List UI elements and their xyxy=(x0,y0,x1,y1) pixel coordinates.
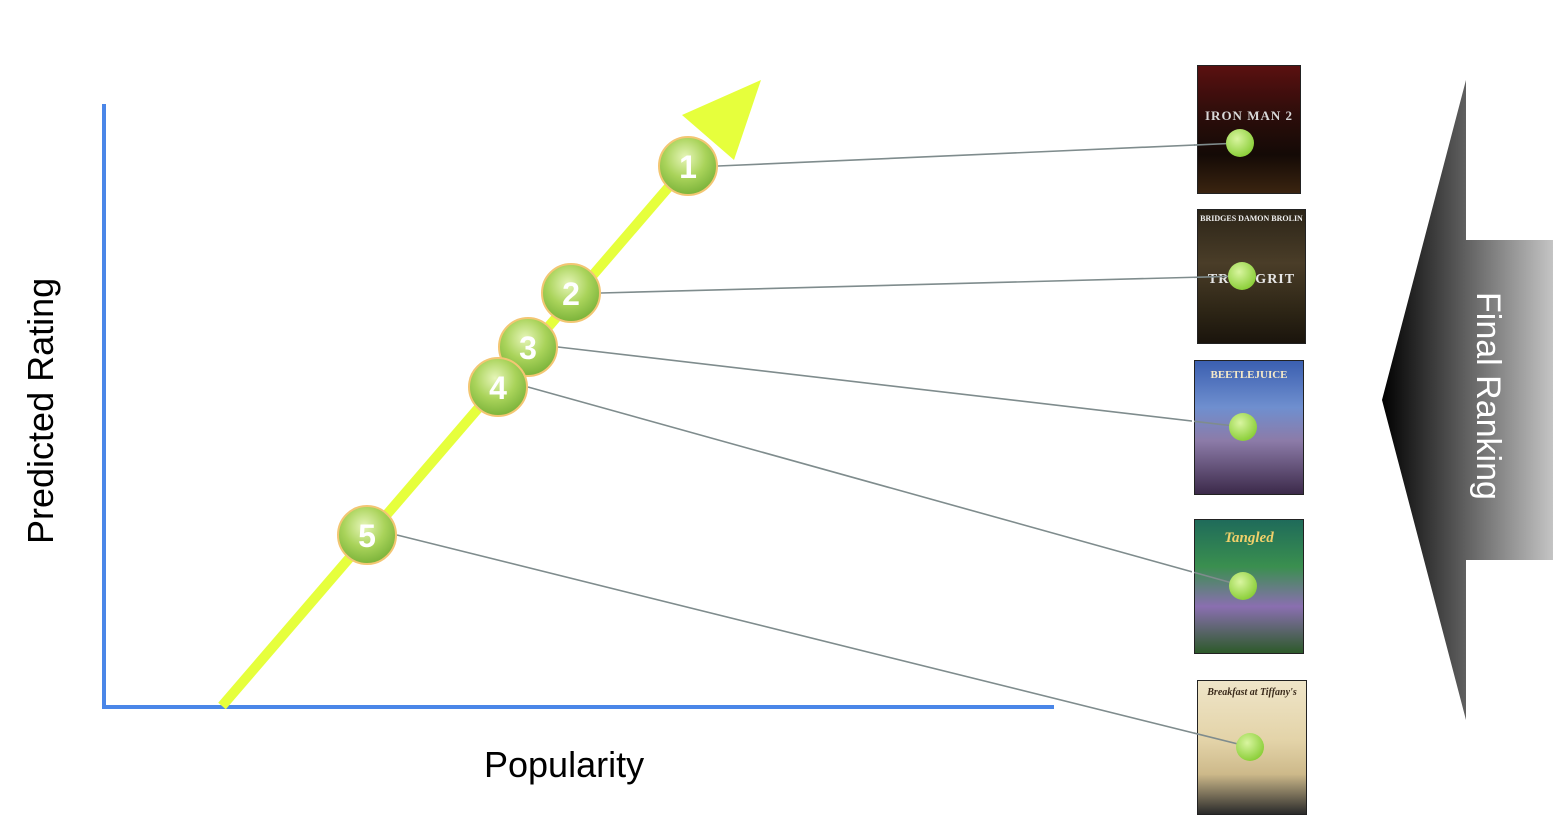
x-axis-label: Popularity xyxy=(484,744,645,785)
rank-number: 5 xyxy=(358,518,376,554)
final-ranking-arrow xyxy=(1382,80,1553,720)
trend-arrow-shaft xyxy=(218,142,708,710)
rank-number: 4 xyxy=(489,370,507,406)
poster-cast: BRIDGES DAMON BROLIN xyxy=(1200,214,1303,223)
rank-bubble xyxy=(468,357,528,417)
poster-tangled: Tangled xyxy=(1194,519,1304,654)
poster-title: TRUE GRIT xyxy=(1207,272,1296,287)
poster-iron-man-2: IRON MAN 2 xyxy=(1197,65,1301,194)
poster-beetlejuice: BEETLEJUICE xyxy=(1194,360,1304,495)
poster-title: IRON MAN 2 xyxy=(1205,108,1293,123)
connector-line xyxy=(717,142,1241,167)
connector-line xyxy=(557,346,1244,428)
final-ranking-label: Final Ranking xyxy=(1469,292,1507,500)
connector-line xyxy=(527,386,1244,587)
rank-number: 1 xyxy=(679,149,697,185)
rank-bubble xyxy=(658,136,718,196)
rank-bubble xyxy=(337,505,397,565)
y-axis-label: Predicted Rating xyxy=(20,277,61,544)
rank-number: 3 xyxy=(519,330,537,366)
poster-true-grit: BRIDGES DAMON BROLIN TRUE GRIT xyxy=(1197,209,1306,344)
poster-title: BEETLEJUICE xyxy=(1210,369,1288,381)
poster-breakfast-at-tiffanys: Breakfast at Tiffany's xyxy=(1197,680,1307,815)
poster-title: Breakfast at Tiffany's xyxy=(1207,687,1297,698)
connector-line xyxy=(600,275,1243,294)
rank-number: 2 xyxy=(562,276,580,312)
connector-line xyxy=(396,534,1251,748)
trend-arrow-head xyxy=(682,80,761,160)
rank-bubble xyxy=(541,263,601,323)
poster-title: Tangled xyxy=(1224,530,1274,546)
